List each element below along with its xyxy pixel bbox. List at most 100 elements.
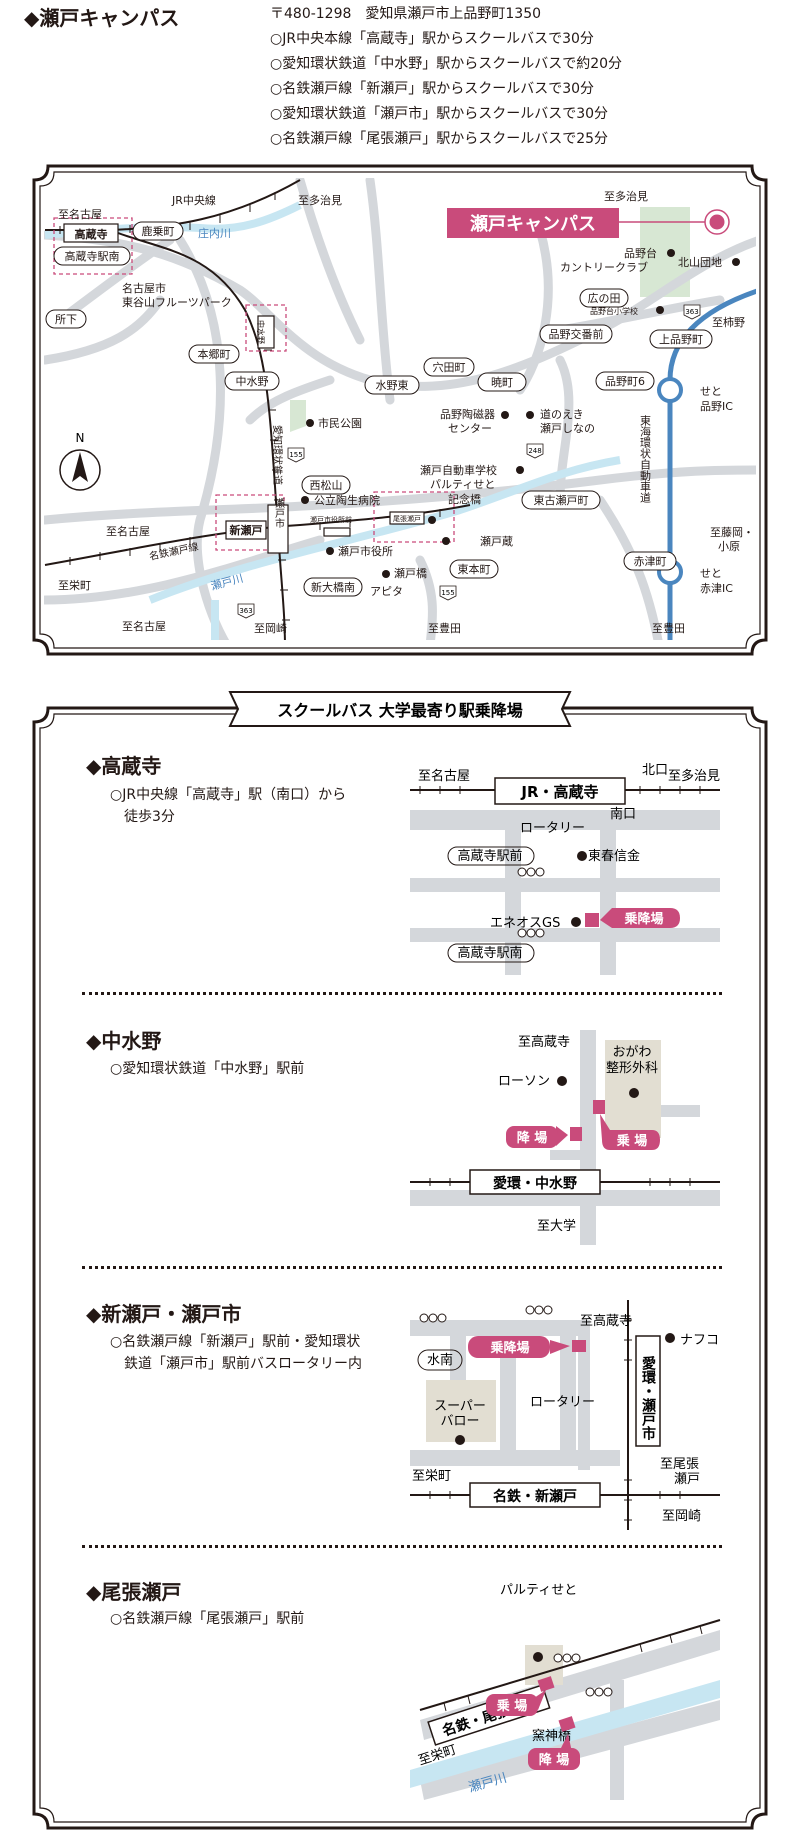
highway-label: 東海環状自動車道 xyxy=(639,415,652,503)
north-label: N xyxy=(76,431,85,445)
ic-marker xyxy=(657,377,683,403)
route-number: 248 xyxy=(528,447,541,455)
station-name: 名鉄・新瀬戸 xyxy=(493,1488,577,1505)
direction-label: 瀬戸 xyxy=(674,1472,700,1487)
stop-title-kozoji: ◆高蔵寺 xyxy=(86,754,162,778)
map-label: パルティせと xyxy=(500,1583,577,1598)
direction-label: 至尾張 xyxy=(660,1457,699,1472)
station-name: JR・高蔵寺 xyxy=(520,783,598,801)
access-line: ○JR中央本線「高蔵寺」駅からスクールバスで30分 xyxy=(270,31,594,47)
main-map-frame xyxy=(32,164,768,656)
map-label: 至柿野 xyxy=(712,315,745,329)
divider xyxy=(82,992,722,995)
map-label: 整形外科 xyxy=(606,1061,658,1076)
station-highlight xyxy=(53,217,455,551)
map-label: JR中央線 xyxy=(171,193,216,207)
direction-label: 至多治見 xyxy=(668,768,720,784)
station-label: 中水野 xyxy=(256,320,266,344)
map-label: 鹿乗町 xyxy=(142,224,175,238)
stop-desc-nakamizuno: ○愛知環状鉄道「中水野」駅前 xyxy=(110,1058,304,1080)
access-line: ○名鉄瀬戸線「新瀬戸」駅からスクールバスで30分 xyxy=(270,81,595,97)
bus-stop-marker xyxy=(570,1127,582,1141)
station-name-vertical: 愛環・瀬戸市 xyxy=(640,1355,656,1441)
jokoba-label: 乗降場 xyxy=(623,911,663,927)
stop-desc-line: 徒歩3分 xyxy=(124,809,175,825)
access-line: ○愛知環状鉄道「瀬戸市」駅からスクールバスで30分 xyxy=(270,106,609,122)
map-label: 至多治見 xyxy=(298,193,342,207)
map-label: スーパー xyxy=(434,1399,486,1414)
map-label: 東谷山フルーツパーク xyxy=(122,296,232,309)
bus-stop-marker xyxy=(593,1100,605,1114)
map-label: 東本町 xyxy=(458,562,491,576)
map-label: バロー xyxy=(440,1414,479,1429)
campus-access-info: 〒480-1298 愛知県瀬戸市上品野町1350 ○JR中央本線「高蔵寺」駅から… xyxy=(270,2,622,152)
access-line: ○名鉄瀬戸線「尾張瀬戸」駅からスクールバスで25分 xyxy=(270,131,609,147)
route-number: 155 xyxy=(289,451,302,459)
rail-label: 愛知環状鉄道 xyxy=(271,425,284,485)
map-label: 南口 xyxy=(610,806,636,822)
north-arrow-icon xyxy=(72,452,88,482)
map-label: 市民公園 xyxy=(318,416,362,430)
bus-stop-marker xyxy=(585,913,599,927)
map-label: センター xyxy=(448,422,492,435)
jokoba-label: 乗降場 xyxy=(489,1340,529,1356)
minimap-kozoji: JR・高蔵寺 至名古屋 北口 至多治見 南口 ロータリー 高蔵寺駅前 東春信金 … xyxy=(410,763,720,975)
bus-stop-label: 高蔵寺駅南 xyxy=(457,945,522,961)
map-label: 北口 xyxy=(642,763,668,778)
map-label: 本郷町 xyxy=(198,347,231,361)
park-area xyxy=(290,400,306,432)
bus-stop-marker xyxy=(572,1340,586,1352)
bus-banner: スクールバス 大学最寄り駅乗降場 xyxy=(228,691,572,727)
route-shields xyxy=(237,304,701,619)
direction-label: 至名古屋 xyxy=(418,768,470,784)
map-label: 北山団地 xyxy=(678,256,722,269)
rail-label: 名鉄瀬戸線 xyxy=(148,540,200,563)
map-label: 東春信金 xyxy=(588,848,640,864)
ic-label: 品野IC xyxy=(700,400,733,413)
bus-section-frame xyxy=(32,706,768,1830)
map-label: ロータリー xyxy=(530,1395,595,1410)
stop-title-shinseto: ◆新瀬戸・瀬戸市 xyxy=(86,1302,242,1326)
ic-label: せと xyxy=(700,567,722,580)
map-label: 至藤岡・ xyxy=(710,526,754,539)
bus-stop-marker xyxy=(558,1716,576,1732)
stop-desc-line: ○名鉄瀬戸線「尾張瀬戸」駅前 xyxy=(110,1611,305,1627)
map-label: 至岡崎 xyxy=(254,621,287,635)
map-label: 新大橋南 xyxy=(311,580,355,594)
map-label: 品野台 xyxy=(624,246,657,260)
map-label: 高蔵寺駅南 xyxy=(65,249,120,263)
direction-label: 至大学 xyxy=(537,1218,576,1234)
campus-title: ◆瀬戸キャンパス xyxy=(24,6,180,30)
ic-label: せと xyxy=(700,385,722,398)
poi-dots xyxy=(301,249,740,578)
stop-desc-shinseto: ○名鉄瀬戸線「新瀬戸」駅前・愛知環状 鉄道「瀬戸市」駅前バスロータリー内 xyxy=(110,1331,362,1375)
joba-label: 乗 場 xyxy=(496,1698,528,1714)
map-label: 西松山 xyxy=(310,478,343,492)
direction-label: 至栄町 xyxy=(412,1469,451,1484)
map-label: 瀬戸市役所前 xyxy=(310,515,352,524)
main-map: 瀬戸キャンパス N 155 155 248 363 363 xyxy=(44,178,756,640)
map-label: 瀬戸市役所 xyxy=(338,544,393,558)
pill-labels xyxy=(45,221,713,597)
campus-pin xyxy=(706,211,728,233)
map-label: 小原 xyxy=(718,540,740,553)
map-label: 品野台小学校 xyxy=(590,306,638,316)
campus-label: 瀬戸キャンパス xyxy=(470,214,596,235)
map-label: 所下 xyxy=(55,313,77,326)
minimap-nakamizuno: 愛環・中水野 至高蔵寺 ローソン おがわ 整形外科 至大学 降 場 乗 場 xyxy=(410,1030,720,1245)
station-name: 愛環・中水野 xyxy=(493,1175,577,1192)
map-label: 上品野町 xyxy=(659,333,703,346)
map-label: パルティせと xyxy=(430,478,495,491)
map-label: おがわ xyxy=(612,1045,651,1060)
stop-desc-line: 鉄道「瀬戸市」駅前バスロータリー内 xyxy=(124,1356,362,1372)
campus-address: 〒480-1298 愛知県瀬戸市上品野町1350 xyxy=(270,6,542,22)
station-boxes xyxy=(63,223,425,554)
stop-desc-owariseto: ○名鉄瀬戸線「尾張瀬戸」駅前 xyxy=(110,1608,304,1630)
map-label: 至名古屋 xyxy=(106,524,150,538)
station-label: 尾張瀬戸 xyxy=(393,514,421,523)
river-label: 庄内川 xyxy=(198,226,231,240)
map-label: 至多治見 xyxy=(604,189,648,203)
joba-label: 乗 場 xyxy=(616,1133,648,1149)
map-label: 名古屋市 xyxy=(122,281,166,295)
map-label: 公立陶生病院 xyxy=(314,493,380,507)
